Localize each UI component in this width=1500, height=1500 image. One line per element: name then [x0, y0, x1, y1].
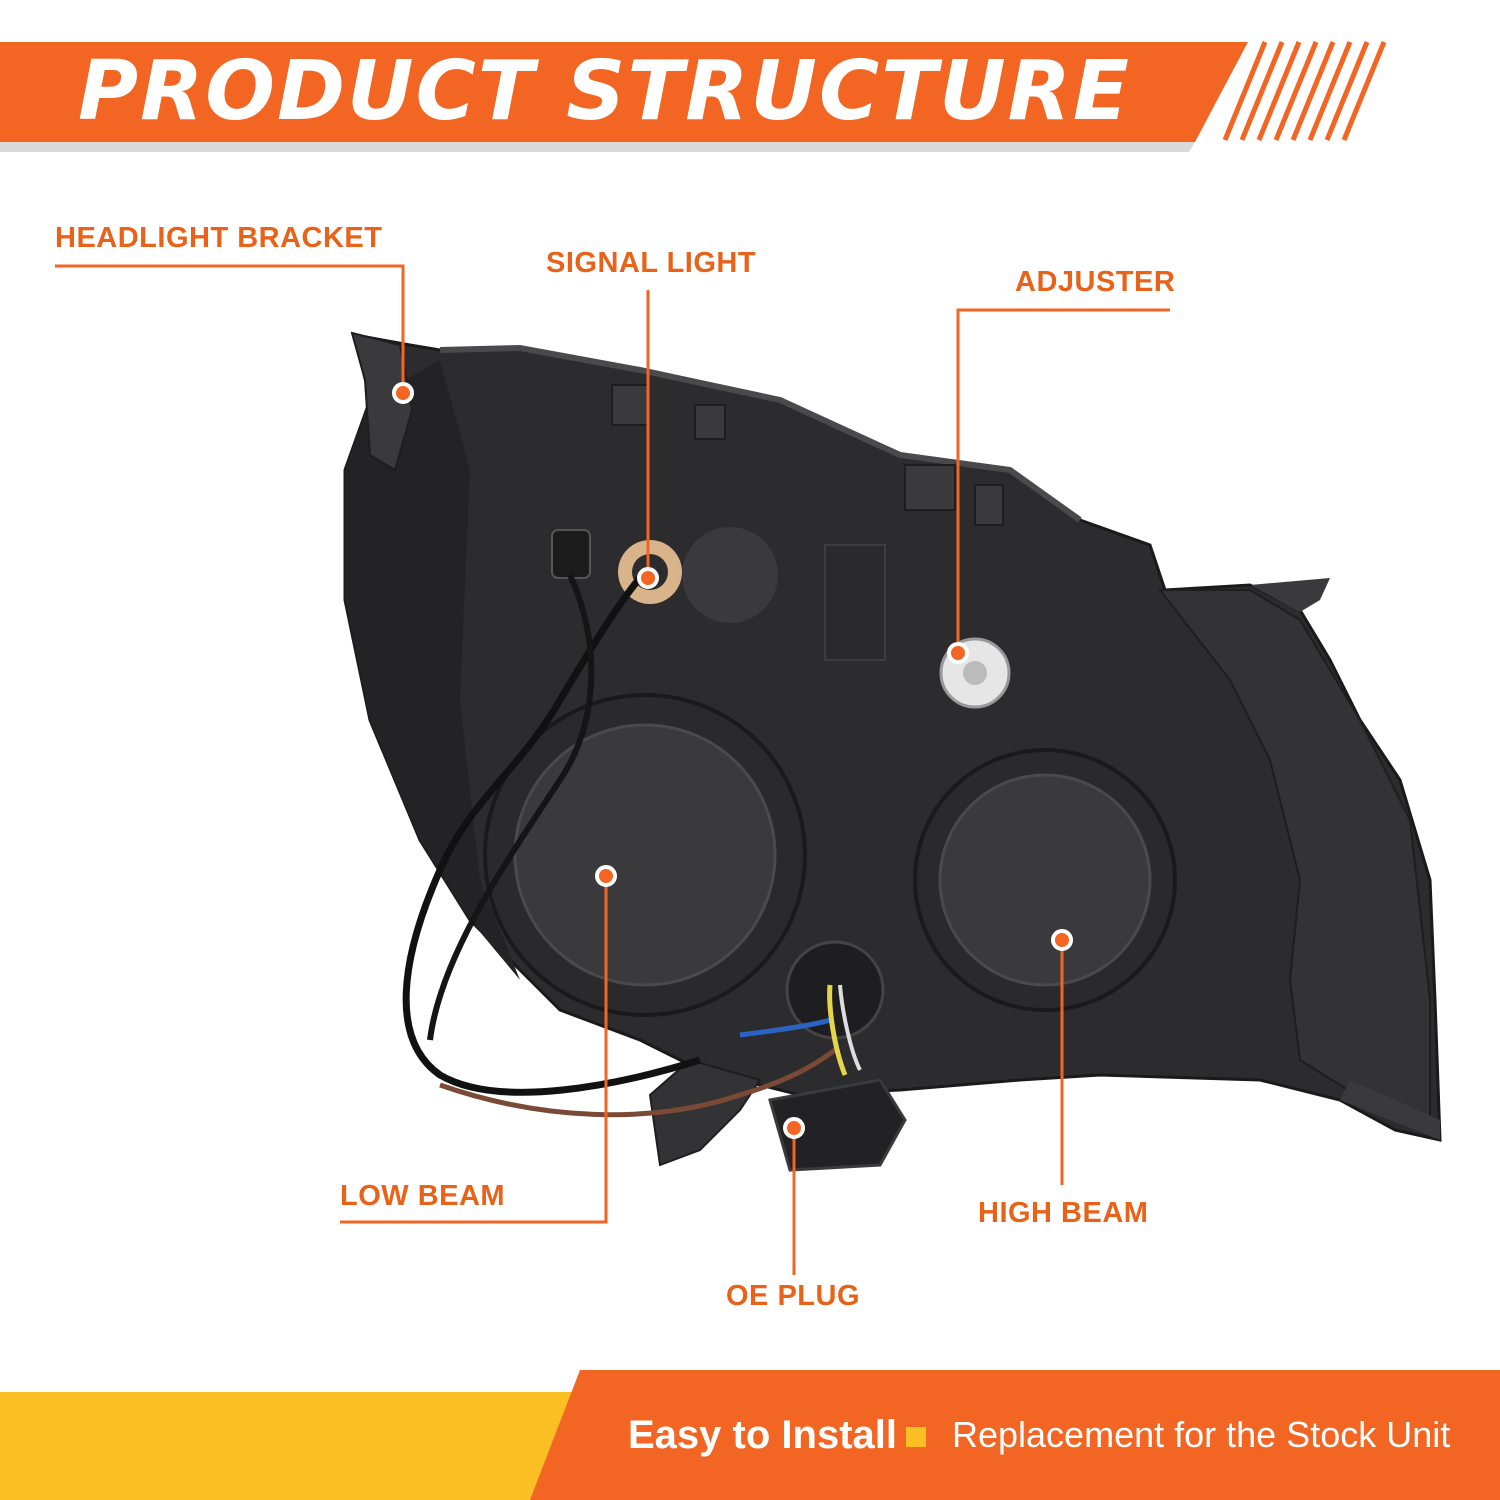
- footer-shape: [0, 1370, 1500, 1500]
- label-headlight-bracket: HEADLIGHT BRACKET: [55, 222, 383, 254]
- label-oe-plug: OE PLUG: [726, 1280, 861, 1312]
- banner-bar: [0, 42, 1248, 142]
- callout-dot-oe-plug: [783, 1117, 805, 1139]
- banner-stripes: [1222, 41, 1387, 141]
- wire-black-2: [427, 573, 595, 1041]
- page-title: PRODUCT STRUCTURE: [78, 44, 1131, 139]
- callout-dot-signal-light: [637, 567, 659, 589]
- label-high-beam: HIGH BEAM: [978, 1197, 1149, 1229]
- leader-low-beam: [340, 876, 608, 1224]
- connector-left: [551, 529, 591, 579]
- feature-separator-square: [906, 1427, 926, 1447]
- label-adjuster: ADJUSTER: [1015, 266, 1176, 298]
- wire-yellow: [827, 984, 848, 1076]
- footer-orange-block: [530, 1370, 1500, 1500]
- side-tab: [1250, 578, 1330, 612]
- housing-rim: [439, 344, 1082, 523]
- headlight-bracket: [350, 331, 414, 472]
- feature-easy-install: Easy to Install: [628, 1413, 897, 1457]
- wire-grommet: [785, 940, 885, 1040]
- top-clip: [904, 464, 956, 511]
- banner-shape: [0, 41, 1387, 152]
- feature-replacement: Replacement for the Stock Unit: [952, 1414, 1451, 1455]
- wire-brown: [439, 1047, 837, 1118]
- bottom-foot: [1340, 1080, 1440, 1140]
- leader-adjuster: [956, 308, 1170, 653]
- footer-banner: Easy to Install Replacement for the Stoc…: [0, 1370, 1500, 1500]
- top-clip: [611, 384, 649, 426]
- label-signal-light: SIGNAL LIGHT: [546, 247, 757, 279]
- label-block: [824, 544, 886, 661]
- banner-shadow: [0, 142, 1195, 152]
- callout-dot-high-beam: [1051, 929, 1073, 951]
- low-beam-cap: [513, 723, 777, 987]
- housing-left-shell: [345, 360, 520, 980]
- high-beam-cap: [938, 773, 1152, 987]
- wire-black: [402, 569, 702, 1096]
- headlight-diagram: [55, 264, 1442, 1275]
- adjuster-knob-center: [963, 661, 987, 685]
- callout-dot-adjuster: [947, 642, 969, 664]
- wire-white: [838, 984, 862, 1071]
- callout-dot-headlight-bracket: [392, 382, 414, 404]
- top-clip: [694, 404, 726, 440]
- callout-dot-low-beam: [595, 865, 617, 887]
- oe-plug: [768, 1078, 907, 1172]
- footer-yellow-block: [0, 1392, 600, 1500]
- label-low-beam: LOW BEAM: [340, 1180, 506, 1212]
- top-clip: [974, 484, 1004, 526]
- wire-blue: [739, 1017, 831, 1038]
- header-banner: PRODUCT STRUCTURE: [0, 0, 1500, 180]
- signal-light-socket: [682, 527, 778, 623]
- leader-headlight-bracket: [55, 264, 405, 393]
